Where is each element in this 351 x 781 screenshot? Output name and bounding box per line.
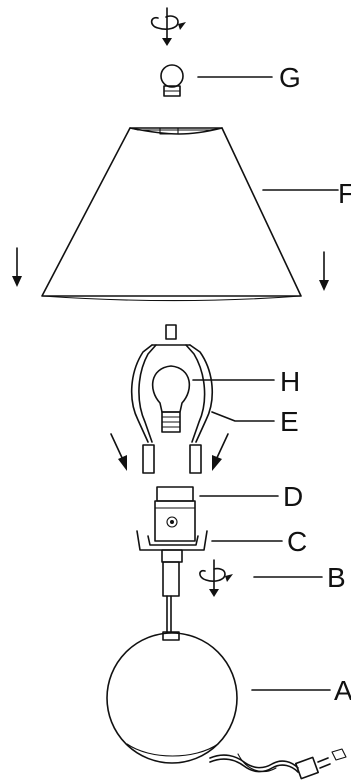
part-label-d: D: [283, 481, 303, 512]
part-label-a: A: [334, 675, 351, 706]
down-arrow-icon: [12, 247, 22, 287]
part-label-h: H: [280, 366, 300, 397]
lamp-shade: [41, 127, 302, 302]
down-arrow-icon: [319, 251, 329, 291]
harp: [130, 324, 214, 474]
diagonal-down-arrow-icon: [110, 433, 127, 471]
rotate-down-arrow-icon: [150, 7, 186, 46]
diagonal-down-arrow-icon: [212, 433, 229, 471]
rotate-down-arrow-icon: [199, 559, 233, 597]
part-label-f: F: [338, 178, 351, 209]
socket: [154, 486, 196, 542]
leader-line-e: [211, 411, 275, 422]
bulb: [151, 365, 191, 433]
power-cord: [209, 753, 299, 773]
finial: [160, 64, 184, 97]
part-label-g: G: [279, 62, 301, 93]
threaded-rod: [162, 561, 180, 641]
part-label-b: B: [327, 562, 346, 593]
part-label-c: C: [287, 526, 307, 557]
lamp-base: [106, 632, 238, 764]
part-label-e: E: [280, 406, 299, 437]
harp-saddle: [136, 530, 208, 563]
plug-icon: [295, 748, 347, 780]
